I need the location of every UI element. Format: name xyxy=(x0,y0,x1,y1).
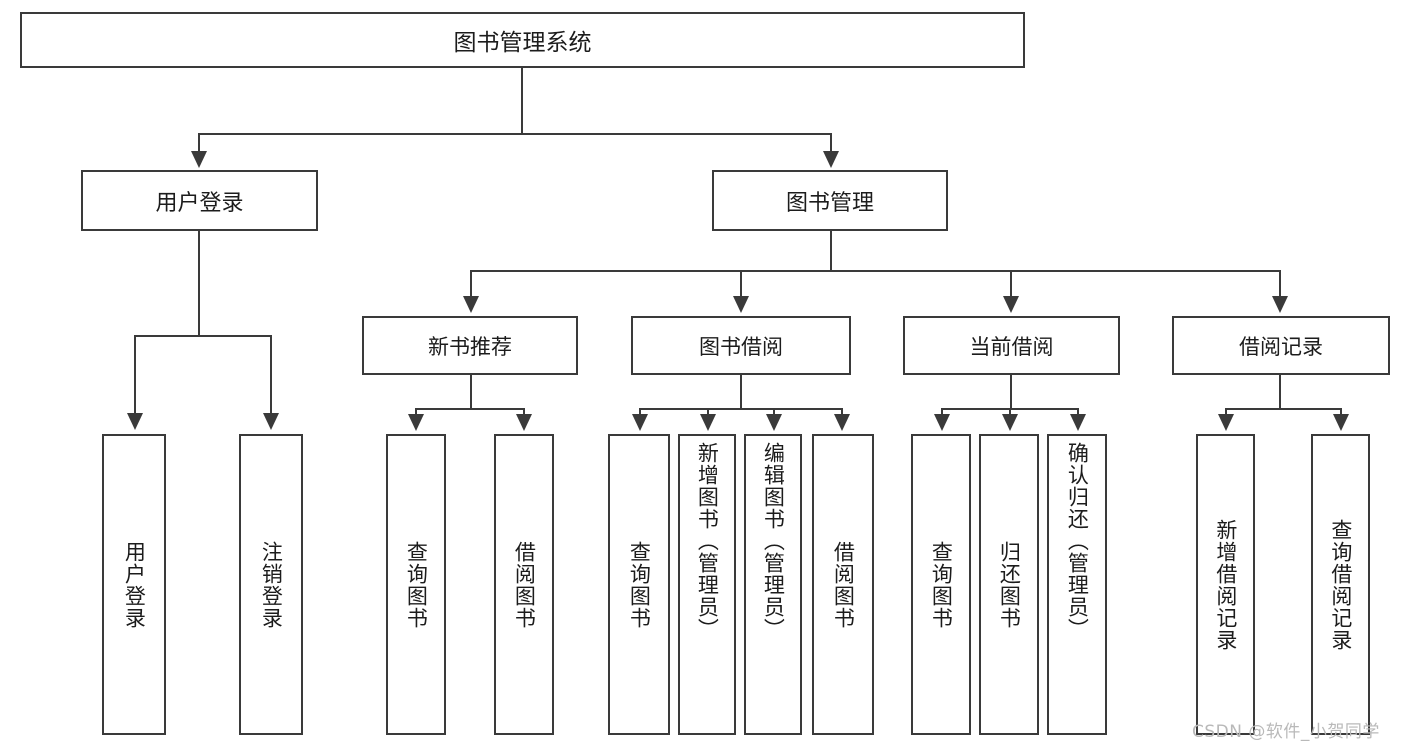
leaf-bb-add-book[interactable]: 新增图书（管理员） xyxy=(678,434,736,735)
leaf-bb-borrow-book[interactable]: 借阅图书 xyxy=(812,434,874,735)
leaf-bb-query-book[interactable]: 查询图书 xyxy=(608,434,670,735)
arrow-to-leaf-bb-query xyxy=(632,414,648,431)
connector-user-login-drop-2 xyxy=(270,335,272,413)
arrow-to-leaf-bb-borrow xyxy=(834,414,850,431)
arrow-to-leaf-br-query xyxy=(1333,414,1349,431)
connector-cb-drop-1 xyxy=(941,408,943,414)
leaf-label: 查询借阅记录 xyxy=(1328,518,1353,651)
connector-newbook-stem xyxy=(470,375,472,409)
node-user-login[interactable]: 用户登录 xyxy=(81,170,318,231)
connector-root-drop-1 xyxy=(198,133,200,151)
connector-bb-drop-3 xyxy=(773,408,775,414)
leaf-label: 借阅图书 xyxy=(512,540,537,629)
node-borrow-record[interactable]: 借阅记录 xyxy=(1172,316,1390,375)
arrow-to-leaf-user-login xyxy=(127,413,143,430)
connector-user-login-bus xyxy=(134,335,272,337)
leaf-label: 编辑图书（管理员） xyxy=(761,442,786,640)
connector-cb-drop-3 xyxy=(1077,408,1079,414)
arrow-to-leaf-bb-add xyxy=(700,414,716,431)
arrow-to-leaf-cb-return xyxy=(1002,414,1018,431)
connector-bm-drop-1 xyxy=(470,270,472,296)
connector-bm-drop-3 xyxy=(1010,270,1012,296)
connector-newbook-bus xyxy=(415,408,525,410)
leaf-label: 查询图书 xyxy=(929,540,954,629)
node-book-borrow[interactable]: 图书借阅 xyxy=(631,316,851,375)
leaf-label: 归还图书 xyxy=(997,540,1022,629)
node-label: 当前借阅 xyxy=(969,334,1054,359)
arrow-to-new-book xyxy=(463,296,479,313)
connector-book-manage-bus xyxy=(470,270,1280,272)
arrow-to-leaf-bb-edit xyxy=(766,414,782,431)
arrow-to-leaf-cb-query xyxy=(934,414,950,431)
arrow-to-leaf-cb-confirm xyxy=(1070,414,1086,431)
node-label: 新书推荐 xyxy=(428,334,512,359)
node-root-system[interactable]: 图书管理系统 xyxy=(20,12,1025,68)
node-label: 图书管理 xyxy=(785,190,874,216)
connector-book-manage-stem xyxy=(830,231,832,271)
connector-bookborrow-bus xyxy=(639,408,843,410)
leaf-label: 查询图书 xyxy=(627,540,652,629)
connector-bb-drop-1 xyxy=(639,408,641,414)
leaf-bb-edit-book[interactable]: 编辑图书（管理员） xyxy=(744,434,802,735)
connector-bookborrow-stem xyxy=(740,375,742,409)
arrow-to-leaf-br-add xyxy=(1218,414,1234,431)
connector-borrowrecord-bus xyxy=(1225,408,1342,410)
connector-currentborrow-stem xyxy=(1010,375,1012,409)
arrow-to-current-borrow xyxy=(1003,296,1019,313)
connector-root-stem xyxy=(521,68,523,134)
node-new-book-recommend[interactable]: 新书推荐 xyxy=(362,316,578,375)
leaf-br-add-record[interactable]: 新增借阅记录 xyxy=(1196,434,1255,735)
leaf-cb-return-book[interactable]: 归还图书 xyxy=(979,434,1039,735)
connector-newbook-drop-2 xyxy=(523,408,525,414)
connector-user-login-stem xyxy=(198,231,200,336)
arrow-to-leaf-logout xyxy=(263,413,279,430)
leaf-br-query-record[interactable]: 查询借阅记录 xyxy=(1311,434,1370,735)
leaf-label: 新增图书（管理员） xyxy=(695,442,720,640)
node-label: 借阅记录 xyxy=(1239,334,1323,359)
connector-bb-drop-2 xyxy=(707,408,709,414)
connector-newbook-drop-1 xyxy=(415,408,417,414)
arrow-to-leaf-nb-borrow xyxy=(516,414,532,431)
connector-bm-drop-4 xyxy=(1279,270,1281,296)
leaf-label: 用户登录 xyxy=(122,540,147,629)
leaf-nb-query-book[interactable]: 查询图书 xyxy=(386,434,446,735)
leaf-label: 注销登录 xyxy=(259,540,284,629)
arrow-to-book-borrow xyxy=(733,296,749,313)
connector-root-drop-2 xyxy=(830,133,832,151)
watermark-csdn: CSDN @软件_小贺同学 xyxy=(1192,722,1380,742)
arrow-to-book-manage xyxy=(823,151,839,168)
node-label: 图书借阅 xyxy=(699,334,783,359)
connector-borrowrecord-stem xyxy=(1279,375,1281,409)
connector-br-drop-1 xyxy=(1225,408,1227,414)
arrow-to-user-login xyxy=(191,151,207,168)
arrow-to-leaf-nb-query xyxy=(408,414,424,431)
node-current-borrow[interactable]: 当前借阅 xyxy=(903,316,1120,375)
leaf-label: 查询图书 xyxy=(404,540,429,629)
leaf-label: 新增借阅记录 xyxy=(1213,518,1238,651)
leaf-cb-confirm-return[interactable]: 确认归还（管理员） xyxy=(1047,434,1107,735)
connector-bb-drop-4 xyxy=(841,408,843,414)
connector-user-login-drop-1 xyxy=(134,335,136,413)
leaf-label: 确认归还（管理员） xyxy=(1065,442,1090,640)
leaf-cb-query-book[interactable]: 查询图书 xyxy=(911,434,971,735)
arrow-to-borrow-record xyxy=(1272,296,1288,313)
leaf-logout[interactable]: 注销登录 xyxy=(239,434,303,735)
connector-cb-drop-2 xyxy=(1009,408,1011,414)
leaf-nb-borrow-book[interactable]: 借阅图书 xyxy=(494,434,554,735)
connector-br-drop-2 xyxy=(1340,408,1342,414)
leaf-user-login[interactable]: 用户登录 xyxy=(102,434,166,735)
leaf-label: 借阅图书 xyxy=(831,540,856,629)
node-book-management[interactable]: 图书管理 xyxy=(712,170,948,231)
connector-root-bus xyxy=(198,133,832,135)
node-label: 图书管理系统 xyxy=(453,30,592,56)
node-label: 用户登录 xyxy=(155,190,244,216)
connector-bm-drop-2 xyxy=(740,270,742,296)
